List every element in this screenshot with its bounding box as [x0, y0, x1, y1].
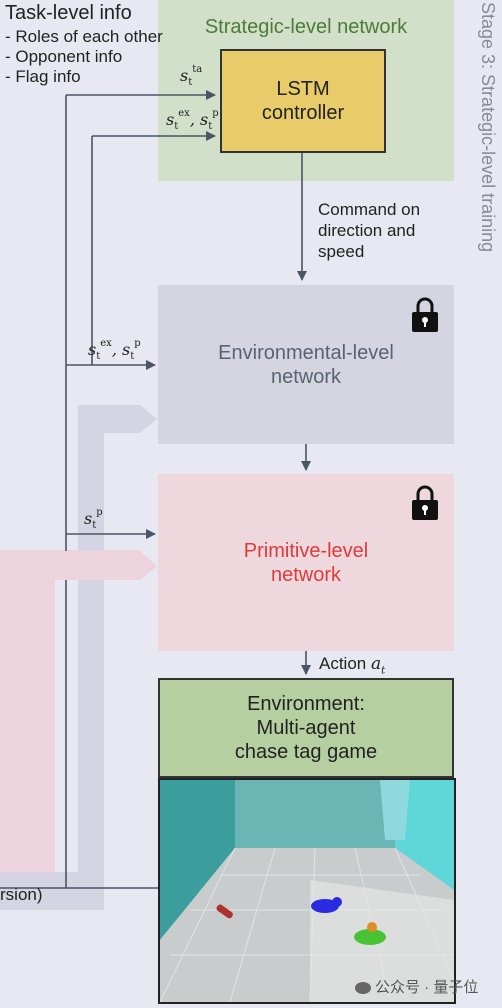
environmental-network-box: Environmental-level network: [158, 285, 454, 444]
state-symbol-ex-p: stex, stp: [88, 338, 141, 362]
primitive-line2: network: [270, 563, 342, 586]
stage-label: Stage 3: Strategic-level training: [478, 2, 498, 253]
primitive-network-box: Primitive-level network: [158, 474, 454, 651]
lock-icon: [412, 485, 438, 520]
task-info-item: - Flag info: [5, 67, 81, 86]
environment-line2: Multi-agent: [256, 717, 356, 739]
simulation-scene-graphic: [160, 780, 454, 1002]
strategic-network-title: Strategic-level network: [204, 16, 408, 38]
command-label-line3: speed: [318, 242, 365, 261]
watermark-text: 公众号 · 量子位: [375, 979, 479, 996]
environment-line3: chase tag game: [234, 741, 378, 763]
action-symbol: at: [370, 654, 386, 677]
environmental-line2: network: [270, 365, 342, 388]
environmental-line1: Environmental-level: [218, 341, 394, 364]
controller-line2: controller: [261, 102, 345, 124]
environment-line1: Environment:: [247, 693, 365, 715]
action-label: Action at: [319, 654, 385, 676]
command-label-line2: direction and: [318, 221, 416, 240]
environment-box: Environment: Multi-agent chase tag game: [158, 678, 454, 778]
grey-flow-band-horizontal: [0, 872, 104, 910]
state-symbol-p: stp: [84, 507, 103, 531]
simulation-scene: [158, 778, 456, 1004]
task-info-title: Task-level info: [5, 2, 132, 24]
pink-flow-band: [0, 550, 55, 872]
lstm-controller: LSTM controller: [220, 49, 386, 153]
action-text: Action: [319, 654, 367, 673]
task-info-item: - Roles of each other: [5, 27, 163, 46]
watermark: 公众号 · 量子位: [355, 976, 478, 997]
command-label-line1: Command on: [318, 200, 421, 219]
controller-line1: LSTM: [276, 78, 330, 100]
primitive-line1: Primitive-level: [243, 539, 369, 562]
lock-icon: [412, 297, 438, 332]
task-info-item: - Opponent info: [5, 47, 123, 66]
state-symbol-ex-p-top: stex, stp: [166, 108, 219, 132]
state-symbol-ta: stta: [180, 64, 203, 88]
grey-flow-band: [78, 405, 104, 910]
partial-label: rsion): [0, 885, 43, 904]
wechat-icon: [355, 982, 371, 995]
